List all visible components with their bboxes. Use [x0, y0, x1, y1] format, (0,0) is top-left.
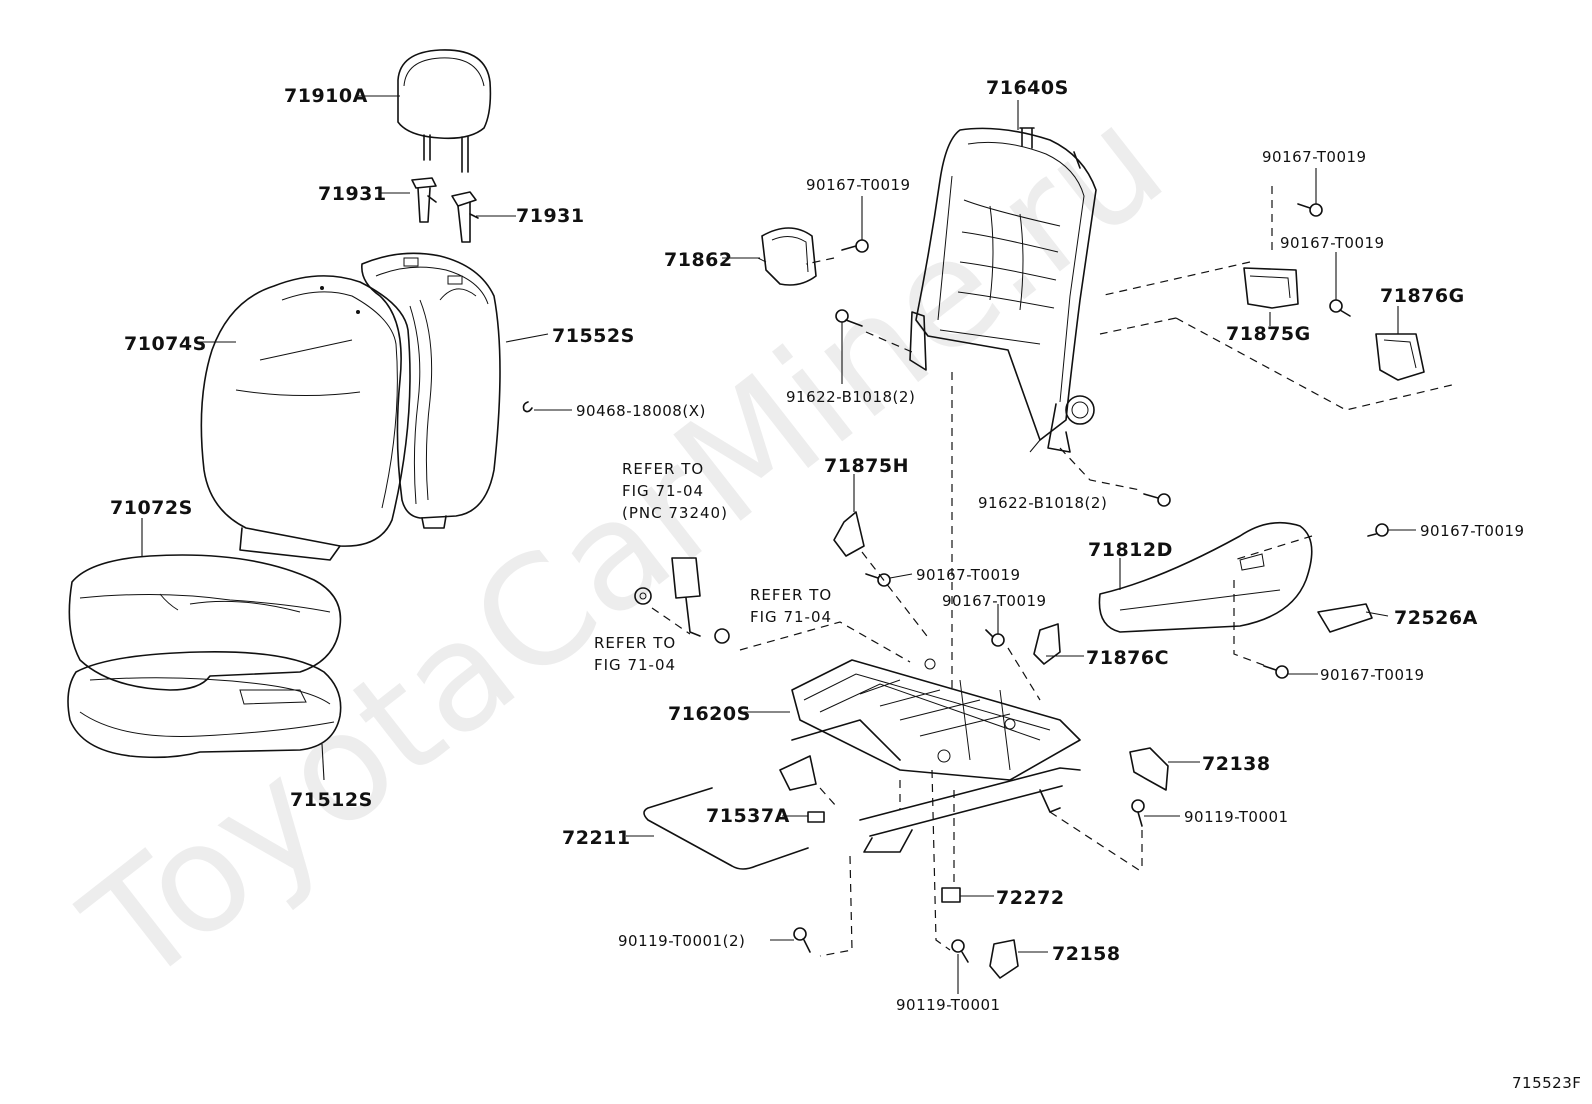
dash-line	[931, 769, 951, 951]
refer-note-3-line1[interactable]: REFER TO	[594, 634, 676, 652]
label-71876G[interactable]: 71876G	[1380, 285, 1465, 307]
label-90119-T0001-b[interactable]: 90119-T0001	[896, 996, 1001, 1014]
label-71620S[interactable]: 71620S	[668, 703, 751, 725]
label-72211[interactable]: 72211	[562, 827, 631, 849]
label-90167-T0019-r1[interactable]: 90167-T0019	[1262, 148, 1367, 166]
seatback-cover-drawing	[200, 275, 411, 561]
dash-line	[1099, 317, 1177, 335]
bolt-icon-mid1	[865, 573, 891, 587]
refer-note-1-line1[interactable]: REFER TO	[622, 460, 704, 478]
watermark: ToyotaCarMine.ru	[54, 74, 1195, 1018]
leader-line	[889, 573, 913, 579]
bolt-icon-mid2	[985, 629, 1005, 647]
dash-line	[1233, 580, 1267, 667]
cushion-pad-drawing	[67, 651, 342, 759]
cover-71875G-drawing	[1243, 267, 1299, 309]
bracket-72158-drawing	[989, 939, 1019, 979]
label-71512S[interactable]: 71512S	[290, 789, 373, 811]
refer-note-1-line3[interactable]: (PNC 73240)	[622, 504, 728, 522]
label-71552S[interactable]: 71552S	[552, 325, 635, 347]
refer-note-3-line2[interactable]: FIG 71-04	[594, 656, 676, 674]
bolt-icon-r4	[1263, 665, 1289, 679]
cushion-cover-drawing	[68, 554, 342, 691]
bolt-icon-r2	[1329, 299, 1351, 317]
label-71072S[interactable]: 71072S	[110, 497, 193, 519]
label-72138[interactable]: 72138	[1202, 753, 1271, 775]
bracket-71875H-drawing	[833, 511, 865, 557]
refer-note-2-line1[interactable]: REFER TO	[750, 586, 832, 604]
dash-line	[1049, 811, 1143, 873]
dash-line	[1007, 647, 1041, 701]
label-72158[interactable]: 72158	[1052, 943, 1121, 965]
dash-line	[861, 551, 931, 641]
dash-line	[739, 621, 911, 663]
label-90167-T0019-mid1[interactable]: 90167-T0019	[916, 566, 1021, 584]
bracket-72138-drawing	[1129, 747, 1169, 791]
label-91622-B1018-a[interactable]: 91622-B1018(2)	[786, 388, 915, 406]
label-71931-right[interactable]: 71931	[516, 205, 585, 227]
nut-icon-buckle-left	[634, 587, 652, 605]
dash-line	[805, 257, 835, 265]
label-71640S[interactable]: 71640S	[986, 77, 1069, 99]
leader-line	[505, 333, 549, 343]
leader-line	[1365, 611, 1389, 617]
clip-72272-drawing	[941, 887, 961, 903]
clip-71537A-drawing	[807, 811, 825, 823]
label-71862[interactable]: 71862	[664, 249, 733, 271]
figure-code: 715523F	[1512, 1074, 1581, 1092]
label-90167-T0019-top[interactable]: 90167-T0019	[806, 176, 911, 194]
seat-belt-buckle-drawing	[671, 557, 701, 637]
label-90119-T0001-l[interactable]: 90119-T0001(2)	[618, 932, 745, 950]
seatback-pad-drawing	[361, 252, 501, 529]
headrest-guide-right	[451, 191, 479, 243]
label-71931-left[interactable]: 71931	[318, 183, 387, 205]
knob-72526A-drawing	[1317, 603, 1373, 633]
dash-line	[1099, 261, 1251, 297]
label-90167-T0019-mid2[interactable]: 90167-T0019	[942, 592, 1047, 610]
label-90468-18008[interactable]: 90468-18008(X)	[576, 402, 706, 420]
label-71876C[interactable]: 71876C	[1086, 647, 1169, 669]
label-90119-T0001-r[interactable]: 90119-T0001	[1184, 808, 1289, 826]
side-shield-drawing	[757, 227, 817, 286]
refer-note-1-line2[interactable]: FIG 71-04	[622, 482, 704, 500]
bolt-icon-r1	[1297, 203, 1323, 217]
dash-line	[819, 855, 853, 957]
headrest-guide-left	[411, 177, 437, 223]
cover-71876G-drawing	[1375, 333, 1425, 381]
bolt-icon-91622-b	[1143, 493, 1171, 507]
label-71812D[interactable]: 71812D	[1088, 539, 1173, 561]
label-90167-T0019-r3[interactable]: 90167-T0019	[1420, 522, 1525, 540]
dash-line	[819, 780, 901, 810]
hog-ring-icon	[522, 401, 533, 413]
label-71537A[interactable]: 71537A	[706, 805, 790, 827]
label-71875H[interactable]: 71875H	[824, 455, 909, 477]
seatback-frame-drawing	[909, 127, 1097, 453]
dash-line	[1233, 535, 1313, 561]
bolt-icon-90119-r	[1131, 799, 1145, 827]
label-91622-B1018-b[interactable]: 91622-B1018(2)	[978, 494, 1107, 512]
refer-note-2-line2[interactable]: FIG 71-04	[750, 608, 832, 626]
bracket-71876C-drawing	[1033, 623, 1061, 665]
bolt-icon-90119-b	[951, 939, 969, 963]
bolt-icon-90119-l	[793, 927, 811, 953]
label-72526A[interactable]: 72526A	[1394, 607, 1478, 629]
label-71910A[interactable]: 71910A	[284, 85, 368, 107]
label-90167-T0019-r2[interactable]: 90167-T0019	[1280, 234, 1385, 252]
leader-line	[321, 743, 325, 781]
label-71875G[interactable]: 71875G	[1226, 323, 1311, 345]
bolt-icon-r3	[1367, 523, 1389, 537]
dash-line	[1059, 447, 1141, 491]
label-71074S[interactable]: 71074S	[124, 333, 207, 355]
label-90167-T0019-r4[interactable]: 90167-T0019	[1320, 666, 1425, 684]
dash-line	[1175, 317, 1457, 411]
label-72272[interactable]: 72272	[996, 887, 1065, 909]
dash-line	[651, 607, 691, 635]
nut-icon-buckle-right	[714, 628, 730, 644]
headrest-drawing	[397, 49, 492, 173]
seat-track-frame-drawing	[779, 658, 1081, 853]
adjusting-bar-drawing	[643, 787, 809, 870]
